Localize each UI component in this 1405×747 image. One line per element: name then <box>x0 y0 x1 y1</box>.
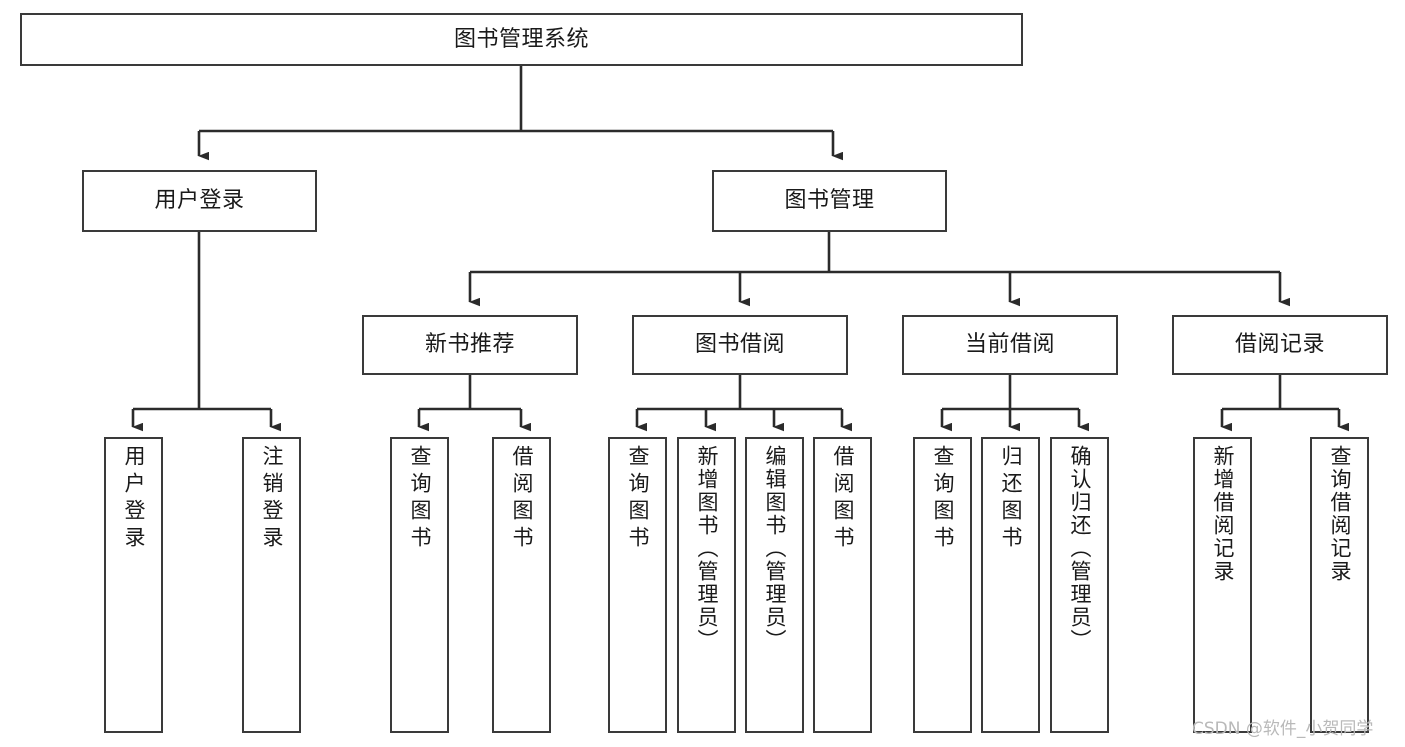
node-book-management[interactable]: 图书管理 <box>712 170 947 232</box>
node-label: 查询借阅记录 <box>1328 445 1352 583</box>
node-leaf-query-book-recommend[interactable]: 查询图书 <box>390 437 449 733</box>
node-label: 用户登录 <box>154 188 245 214</box>
node-label: 新书推荐 <box>424 332 515 358</box>
node-leaf-confirm-return[interactable]: 确认归还（管理员） <box>1050 437 1109 733</box>
node-leaf-logout[interactable]: 注销登录 <box>242 437 301 733</box>
node-leaf-user-login[interactable]: 用户登录 <box>104 437 163 733</box>
node-leaf-borrow-book[interactable]: 借阅图书 <box>813 437 872 733</box>
node-current-borrow[interactable]: 当前借阅 <box>902 315 1118 375</box>
node-label: 图书管理 <box>784 188 875 214</box>
node-label: 注销登录 <box>260 445 284 553</box>
node-label: 查询图书 <box>626 445 650 553</box>
node-label: 当前借阅 <box>964 332 1055 358</box>
node-leaf-query-book-borrow[interactable]: 查询图书 <box>608 437 667 733</box>
node-label: 新增图书（管理员） <box>695 445 719 652</box>
node-label: 借阅图书 <box>831 445 855 553</box>
node-borrow-record[interactable]: 借阅记录 <box>1172 315 1388 375</box>
node-label: 借阅记录 <box>1234 332 1325 358</box>
node-leaf-query-borrow-record[interactable]: 查询借阅记录 <box>1310 437 1369 733</box>
node-leaf-borrow-book-recommend[interactable]: 借阅图书 <box>492 437 551 733</box>
node-label: 新增借阅记录 <box>1211 445 1235 583</box>
node-label: 归还图书 <box>999 445 1023 553</box>
watermark-text: CSDN @软件_小贺同学 <box>1192 719 1374 739</box>
node-book-borrow[interactable]: 图书借阅 <box>632 315 848 375</box>
node-label: 图书借阅 <box>694 332 785 358</box>
node-label: 借阅图书 <box>510 445 534 553</box>
node-label: 用户登录 <box>122 445 146 553</box>
node-leaf-edit-book[interactable]: 编辑图书（管理员） <box>745 437 804 733</box>
node-leaf-return-book[interactable]: 归还图书 <box>981 437 1040 733</box>
node-leaf-query-book-current[interactable]: 查询图书 <box>913 437 972 733</box>
node-label: 确认归还（管理员） <box>1068 445 1092 652</box>
node-root-book-management-system[interactable]: 图书管理系统 <box>20 13 1023 66</box>
node-label: 图书管理系统 <box>453 26 589 52</box>
node-user-login[interactable]: 用户登录 <box>82 170 317 232</box>
node-leaf-add-borrow-record[interactable]: 新增借阅记录 <box>1193 437 1252 733</box>
node-label: 编辑图书（管理员） <box>763 445 787 652</box>
node-new-book-recommend[interactable]: 新书推荐 <box>362 315 578 375</box>
node-leaf-add-book[interactable]: 新增图书（管理员） <box>677 437 736 733</box>
node-label: 查询图书 <box>931 445 955 553</box>
node-label: 查询图书 <box>408 445 432 553</box>
